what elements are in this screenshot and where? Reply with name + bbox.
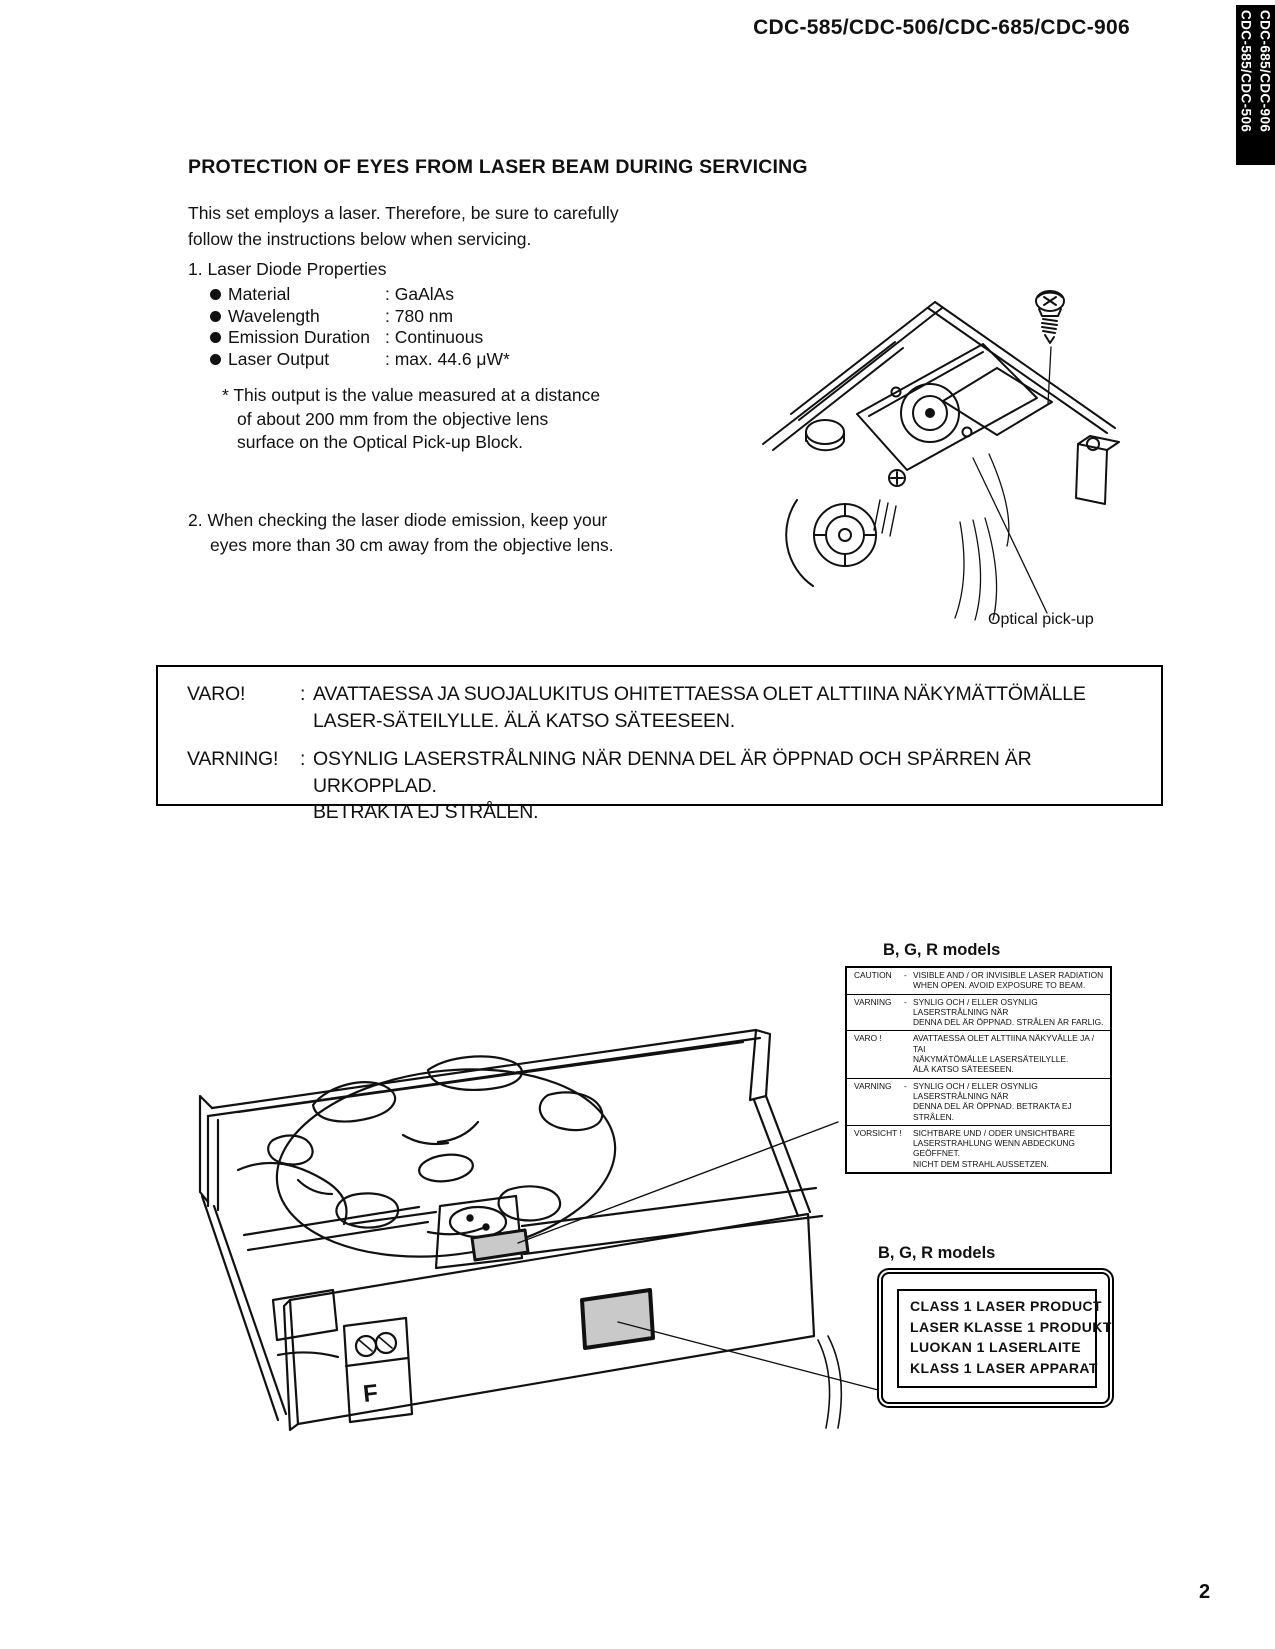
caution-row: CAUTION - VISIBLE AND / OR INVISIBLE LAS… bbox=[847, 968, 1110, 994]
side-tab-line1: CDC-585/CDC-506 bbox=[1238, 10, 1254, 133]
caution-term: CAUTION bbox=[854, 970, 892, 980]
front-panel-label: F bbox=[342, 1316, 414, 1424]
caution-row: VORSICHT ! SICHTBARE UND / ODER UNSICHTB… bbox=[847, 1124, 1110, 1172]
warning-line: LASER-SÄTEILYLLE. ÄLÄ KATSO SÄTEESEEN. bbox=[313, 709, 735, 732]
caution-sep: - bbox=[904, 970, 907, 980]
caution-term: VORSICHT ! bbox=[854, 1127, 902, 1138]
caution-text: SYNLIG OCH / ELLER OSYNLIG LASERSTRÅLNIN… bbox=[913, 997, 1106, 1028]
caution-line: DENNA DEL ÄR ÖPPNAD. BETRAKTA EJ STRÅLEN… bbox=[913, 1101, 1072, 1122]
footnote-line: surface on the Optical Pick-up Block. bbox=[237, 432, 523, 452]
caution-line: NICHT DEM STRAHL AUSSETZEN. bbox=[913, 1158, 1049, 1169]
property-value: : 780 nm bbox=[385, 305, 454, 326]
footnote-line: * This output is the value measured at a… bbox=[222, 385, 601, 405]
caution-sep bbox=[904, 1128, 913, 1169]
warning-line: BETRAKTA EJ STRÅLEN. bbox=[313, 801, 539, 823]
side-tab-line2: CDC-685/CDC-906 bbox=[1257, 10, 1273, 133]
property-label: Laser Output bbox=[228, 348, 330, 369]
warning-row-varning: VARNING! : OSYNLIG LASERSTRÅLNING NÄR DE… bbox=[187, 746, 1153, 826]
class1-line: KLASS 1 LASER APPARAT bbox=[910, 1359, 1098, 1376]
class1-line: LASER KLASSE 1 PRODUKT bbox=[910, 1318, 1112, 1335]
intro-line: This set employs a laser. Therefore, be … bbox=[188, 203, 619, 223]
list-item-1-heading: 1. Laser Diode Properties bbox=[188, 259, 387, 279]
property-row: Emission Duration : Continuous bbox=[210, 327, 510, 349]
bullet-icon bbox=[210, 310, 221, 322]
caution-line: NÄKYMÄTÖMÄLLE LASERSÄTEILYLLE. bbox=[913, 1054, 1069, 1065]
laser-warning-box: VARO! : AVATTAESSA JA SUOJALUKITUS OHITE… bbox=[156, 665, 1163, 823]
class1-laser-label: CLASS 1 LASER PRODUCT LASER KLASSE 1 PRO… bbox=[877, 1268, 1114, 1408]
screw-icon bbox=[1035, 290, 1065, 344]
output-footnote: * This output is the value measured at a… bbox=[222, 384, 600, 455]
caution-label-table: CAUTION - VISIBLE AND / OR INVISIBLE LAS… bbox=[845, 966, 1112, 1175]
intro-line: follow the instructions below when servi… bbox=[188, 228, 532, 249]
caution-row: VARNING - SYNLIG OCH / ELLER OSYNLIG LAS… bbox=[847, 993, 1110, 1031]
bullet-icon bbox=[210, 332, 221, 344]
warning-text: OSYNLIG LASERSTRÅLNING NÄR DENNA DEL ÄR … bbox=[313, 746, 1153, 826]
footnote-line: of about 200 mm from the objective lens bbox=[237, 408, 549, 429]
item2-line: eyes more than 30 cm away from the objec… bbox=[210, 534, 614, 555]
item2-line: 2. When checking the laser diode emissio… bbox=[188, 510, 608, 530]
warning-term: VARNING! bbox=[187, 748, 279, 770]
property-label: Wavelength bbox=[228, 305, 320, 326]
caution-line: DENNA DEL ÄR ÖPPNAD. STRÅLEN ÄR FARLIG. bbox=[913, 1017, 1104, 1028]
caution-line: AVATTAESSA OLET ALTTIINA NÄKYVÄLLE JA / … bbox=[913, 1033, 1095, 1054]
warning-term: VARO! bbox=[187, 683, 246, 705]
caution-line: SYNLIG OCH / ELLER OSYNLIG LASERSTRÅLNIN… bbox=[913, 996, 1038, 1017]
caution-text: SYNLIG OCH / ELLER OSYNLIG LASERSTRÅLNIN… bbox=[913, 1081, 1106, 1122]
warning-text: AVATTAESSA JA SUOJALUKITUS OHITETTAESSA … bbox=[313, 681, 1086, 734]
front-warning-label bbox=[580, 1288, 655, 1350]
class1-line: CLASS 1 LASER PRODUCT bbox=[910, 1298, 1102, 1314]
caution-line: SYNLIG OCH / ELLER OSYNLIG LASERSTRÅLNIN… bbox=[913, 1080, 1038, 1101]
caution-term: VARNING bbox=[854, 996, 892, 1007]
caution-line: WHEN OPEN. AVOID EXPOSURE TO BEAM. bbox=[913, 980, 1086, 991]
property-row: Material : GaAlAs bbox=[210, 284, 510, 306]
header-model-numbers: CDC-585/CDC-506/CDC-685/CDC-906 bbox=[753, 16, 1130, 39]
class1-label-border bbox=[881, 1272, 1110, 1404]
optical-pickup-figure bbox=[762, 290, 1120, 621]
disc-carousel bbox=[267, 1055, 617, 1258]
property-label: Emission Duration bbox=[228, 327, 370, 348]
property-value: : max. 44.6 μW* bbox=[385, 348, 510, 369]
caution-sep: - bbox=[904, 996, 907, 1007]
tray-warning-label bbox=[470, 1228, 530, 1262]
warning-colon: : bbox=[300, 683, 306, 705]
caution-line: VISIBLE AND / OR INVISIBLE LASER RADIATI… bbox=[913, 970, 1104, 980]
caution-row: VARNING - SYNLIG OCH / ELLER OSYNLIG LAS… bbox=[847, 1077, 1110, 1125]
bullet-icon bbox=[210, 289, 221, 301]
class1-line: LUOKAN 1 LASERLAITE bbox=[910, 1339, 1081, 1355]
pickup-caption: Optical pick-up bbox=[988, 611, 1094, 628]
property-value: : GaAlAs bbox=[385, 284, 455, 305]
caution-text: AVATTAESSA OLET ALTTIINA NÄKYVÄLLE JA / … bbox=[913, 1033, 1106, 1074]
class1-label-text: CLASS 1 LASER PRODUCT LASER KLASSE 1 PRO… bbox=[897, 1289, 1112, 1388]
warning-line: OSYNLIG LASERSTRÅLNING NÄR DENNA DEL ÄR … bbox=[313, 748, 1032, 797]
caution-sep bbox=[904, 1033, 913, 1074]
property-row: Wavelength : 780 nm bbox=[210, 306, 510, 328]
property-label: Material bbox=[228, 284, 291, 305]
caution-term: VARNING bbox=[854, 1080, 892, 1091]
bullet-icon bbox=[210, 353, 221, 365]
caution-line: LASERSTRAHLUNG WENN ABDECKUNG GEÖFFNET. bbox=[913, 1138, 1075, 1159]
caution-term: VARO ! bbox=[854, 1033, 882, 1044]
warning-row-varo: VARO! : AVATTAESSA JA SUOJALUKITUS OHITE… bbox=[187, 681, 1153, 734]
caution-row: VARO ! AVATTAESSA OLET ALTTIINA NÄKYVÄLL… bbox=[847, 1030, 1110, 1077]
warning-line: AVATTAESSA JA SUOJALUKITUS OHITETTAESSA … bbox=[313, 683, 1086, 705]
caution-line: ÄLÄ KATSO SÄTEESEEN. bbox=[913, 1064, 1014, 1075]
models-heading-caution: B, G, R models bbox=[883, 941, 1001, 959]
page-number: 2 bbox=[1199, 1581, 1211, 1603]
caution-sep: - bbox=[904, 1080, 907, 1091]
caution-text: SICHTBARE UND / ODER UNSICHTBARE LASERST… bbox=[913, 1128, 1106, 1169]
laser-properties-list: Material : GaAlAs Wavelength : 780 nm Em… bbox=[210, 284, 510, 370]
intro-paragraph: This set employs a laser. Therefore, be … bbox=[188, 201, 619, 252]
front-panel-letter: F bbox=[362, 1380, 379, 1408]
property-value: : Continuous bbox=[385, 327, 484, 348]
section-title: PROTECTION OF EYES FROM LASER BEAM DURIN… bbox=[188, 156, 808, 178]
warning-colon: : bbox=[300, 748, 306, 770]
caution-line: SICHTBARE UND / ODER UNSICHTBARE bbox=[913, 1127, 1075, 1138]
models-heading-class1: B, G, R models bbox=[878, 1244, 996, 1262]
list-item-2: 2. When checking the laser diode emissio… bbox=[188, 508, 614, 557]
side-index-tab: CDC-585/CDC-506 CDC-685/CDC-906 bbox=[1236, 5, 1275, 165]
property-row: Laser Output : max. 44.6 μW* bbox=[210, 349, 510, 371]
caution-text: VISIBLE AND / OR INVISIBLE LASER RADIATI… bbox=[913, 970, 1106, 991]
cd-mechanism-figure: F bbox=[198, 1028, 879, 1432]
